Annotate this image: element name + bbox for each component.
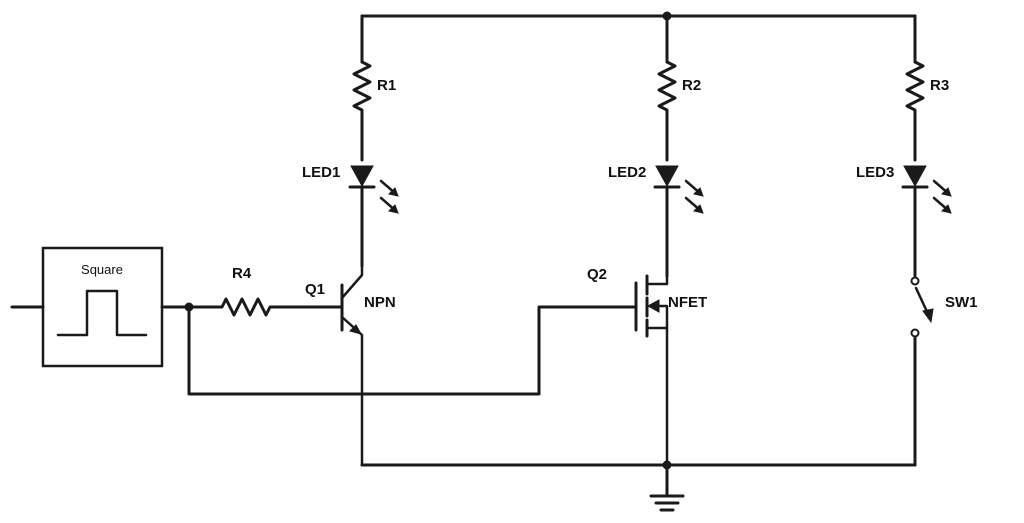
led2-label: LED2 — [608, 164, 646, 181]
sw1-label: SW1 — [945, 294, 978, 311]
q2-type-label: NFET — [668, 294, 707, 311]
transistor-q1-npn — [340, 264, 364, 467]
r2-label: R2 — [682, 77, 701, 94]
r4-label: R4 — [232, 265, 252, 282]
square-wave-icon — [56, 289, 148, 337]
led3-label: LED3 — [856, 164, 894, 181]
transistor-q2-nfet — [634, 274, 669, 467]
q1-ref-label: Q1 — [305, 281, 325, 298]
resistor-r2 — [657, 60, 677, 162]
led1-label: LED1 — [302, 164, 340, 181]
led1 — [348, 165, 399, 268]
ground-icon — [649, 463, 685, 512]
led2 — [653, 165, 704, 278]
r3-label: R3 — [930, 77, 949, 94]
q1-type-label: NPN — [364, 294, 396, 311]
resistor-r3 — [905, 60, 925, 162]
source-label: Square — [81, 262, 123, 277]
switch-sw1 — [910, 276, 934, 467]
r1-label: R1 — [377, 77, 396, 94]
resistor-r1 — [352, 60, 372, 162]
q2-ref-label: Q2 — [587, 266, 607, 283]
led3 — [901, 165, 952, 278]
gate-drive-wire — [187, 305, 638, 396]
resistor-r4 — [204, 297, 344, 317]
